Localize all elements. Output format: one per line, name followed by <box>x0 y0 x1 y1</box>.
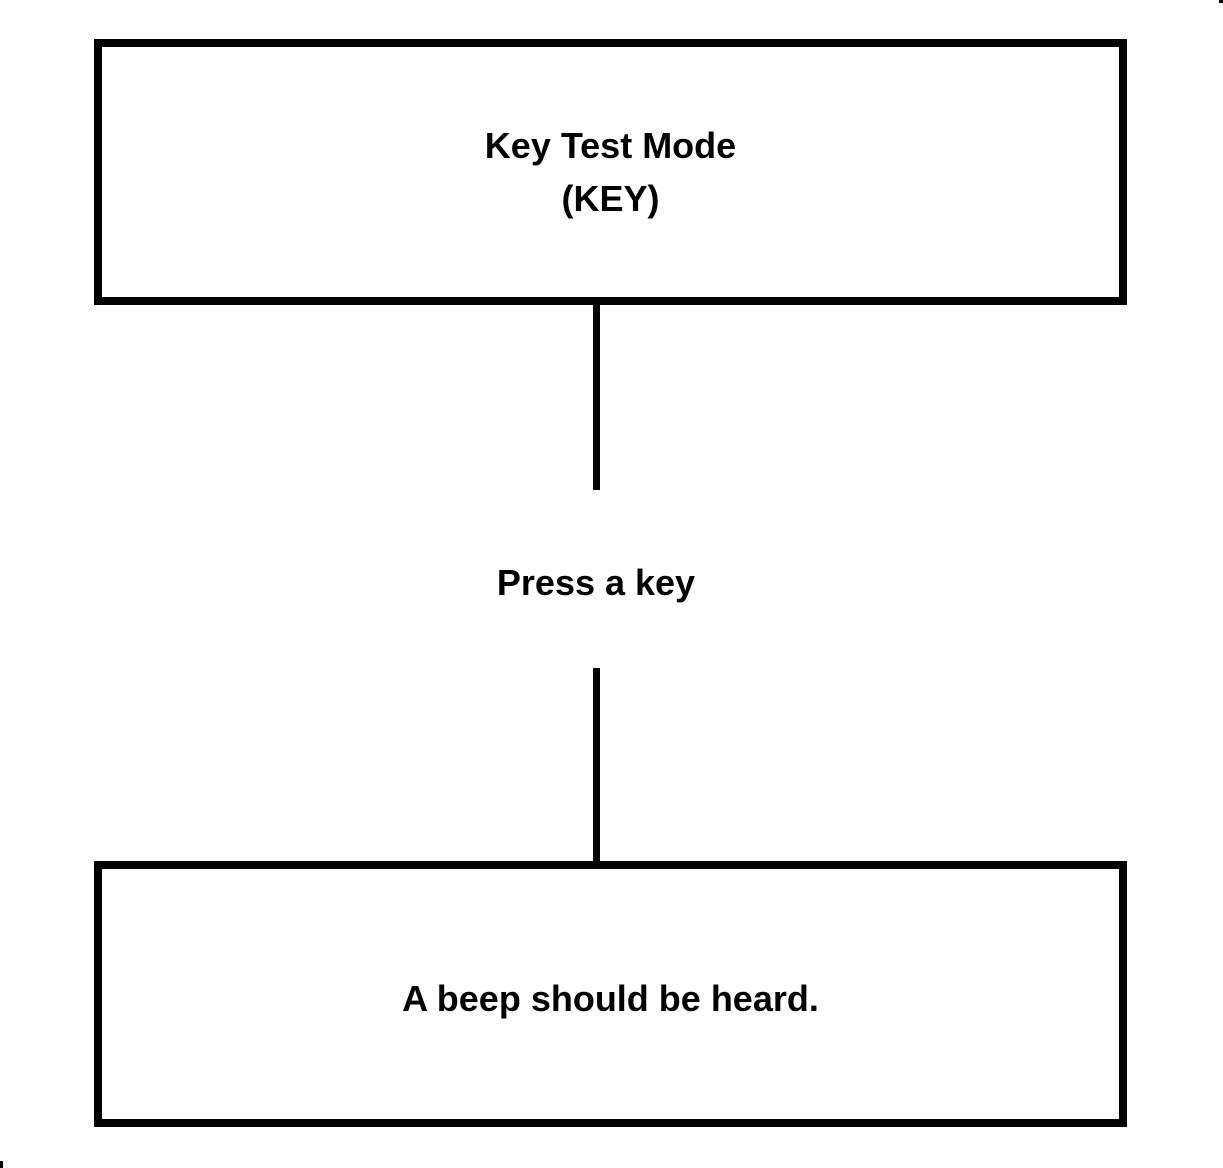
flow-action-label: Press a key <box>496 562 696 603</box>
flow-node-beep-result: A beep should be heard. <box>94 861 1127 1127</box>
flow-node-text: A beep should be heard. <box>402 978 819 1019</box>
scan-artifact-top-right <box>1219 0 1223 3</box>
flow-node-key-test-mode: Key Test Mode (KEY) <box>94 39 1127 305</box>
connector-line-lower <box>593 668 600 861</box>
flow-node-title: Key Test Mode <box>484 125 737 166</box>
scan-artifact-bottom-left <box>0 1161 3 1168</box>
connector-line-upper <box>593 305 600 490</box>
flow-node-subtitle: (KEY) <box>561 178 660 219</box>
